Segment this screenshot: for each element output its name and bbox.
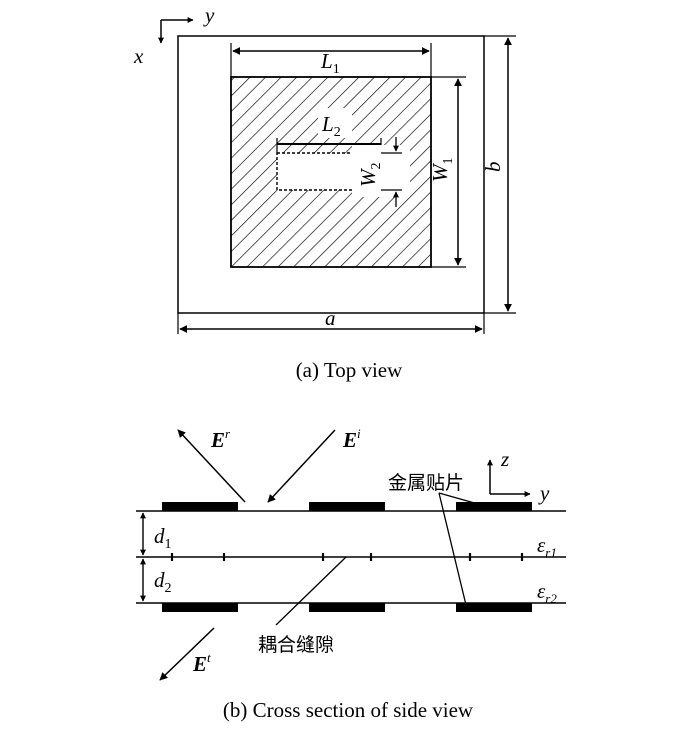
dimension-W2: W2 <box>352 137 410 207</box>
label-L2: L2 <box>321 112 341 140</box>
label-d1: d1 <box>154 524 172 552</box>
label-reflected-wave: Er <box>210 426 231 452</box>
dimension-L2: L2 <box>276 108 382 153</box>
wave-arrows: Er Ei Et <box>159 426 361 681</box>
top-axes: x y <box>133 3 215 68</box>
patch-callout: 金属贴片 <box>388 472 479 606</box>
label-metal-patch: 金属贴片 <box>388 472 464 494</box>
label-transmitted-wave: Et <box>192 650 211 676</box>
dimension-d1: d1 <box>140 512 172 556</box>
label-b: b <box>481 162 505 173</box>
substrate-outline <box>177 35 485 314</box>
label-er2: εr2 <box>537 579 557 606</box>
label-L1: L1 <box>320 49 340 77</box>
dimension-W1: W1 <box>428 76 466 268</box>
label-incident-wave: Ei <box>342 426 361 452</box>
caption-top-view: (a) Top view <box>296 358 403 382</box>
slot-callout: 耦合缝隙 <box>258 556 347 656</box>
bottom-patch <box>162 603 238 612</box>
slot-ticks <box>170 553 524 561</box>
side-axis-y-label: y <box>538 481 550 505</box>
label-W2: W2 <box>356 163 384 188</box>
top-patch <box>456 502 532 511</box>
side-axes: z y <box>487 447 550 505</box>
dimension-a: a <box>177 306 485 334</box>
side-axis-z-label: z <box>500 447 509 471</box>
top-axis-x-label: x <box>133 44 144 68</box>
bottom-patch <box>309 603 385 612</box>
label-er1: εr1 <box>537 533 557 560</box>
bottom-patch <box>456 603 532 612</box>
top-view: x y L1 L2 W <box>133 3 516 382</box>
caption-side-view: (b) Cross section of side view <box>223 698 474 722</box>
top-patch <box>162 502 238 511</box>
label-W1: W1 <box>428 158 456 183</box>
dimension-b: b <box>481 35 516 314</box>
label-a: a <box>325 306 336 330</box>
dimension-L1: L1 <box>230 43 432 77</box>
side-view: Er Ei Et z y <box>136 426 566 722</box>
top-axis-y-label: y <box>203 3 215 27</box>
label-d2: d2 <box>154 568 172 596</box>
top-patch <box>309 502 385 511</box>
label-coupling-slot: 耦合缝隙 <box>258 634 334 656</box>
dimension-d2: d2 <box>140 558 172 602</box>
